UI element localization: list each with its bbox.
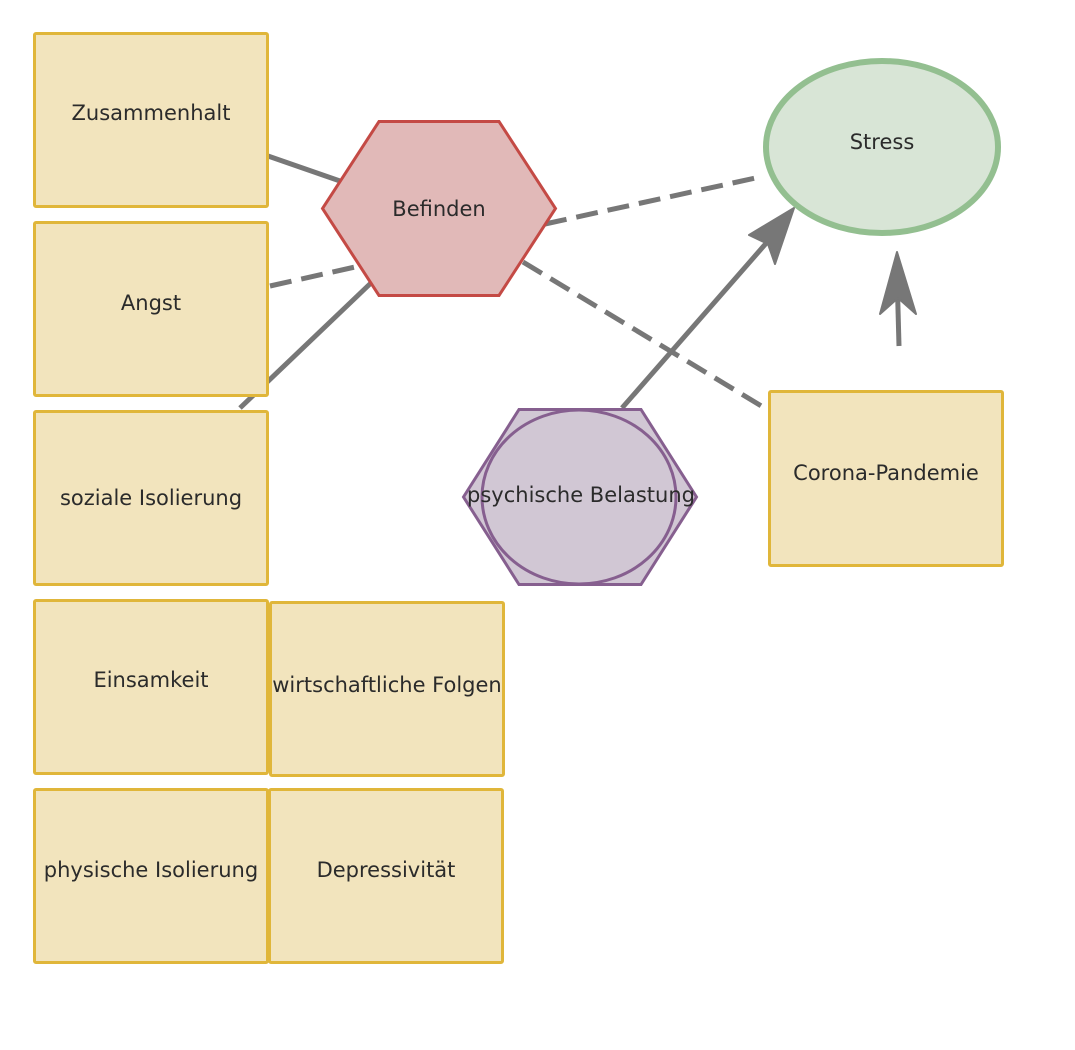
edge-angst-befinden (269, 262, 365, 289)
arrowhead-psychische-belastung-stress (748, 207, 795, 265)
hexagon-circle-shape (461, 408, 699, 586)
node-wirtschaftliche-folgen[interactable]: wirtschaftliche Folgen (269, 601, 505, 777)
node-physische-isolierung[interactable]: physische Isolierung (33, 788, 269, 964)
node-zusammenhalt[interactable]: Zusammenhalt (33, 32, 269, 208)
ellipse-shape (763, 58, 1001, 236)
node-soziale-isolierung-label: soziale Isolierung (59, 486, 243, 510)
node-psychische-belastung[interactable]: psychische Belastung (461, 408, 699, 586)
node-stress[interactable]: Stress (763, 58, 1001, 236)
node-zusammenhalt-label: Zusammenhalt (71, 101, 231, 125)
node-stress-label: Stress (849, 130, 915, 154)
edge-zusammenhalt-befinden (267, 153, 341, 184)
node-depressivitaet-label: Depressivität (316, 858, 456, 882)
node-psychische-belastung-label: psychische Belastung (467, 483, 695, 507)
node-angst-label: Angst (120, 291, 182, 315)
node-einsamkeit-label: Einsamkeit (93, 668, 209, 692)
node-soziale-isolierung[interactable]: soziale Isolierung (33, 410, 269, 586)
edge-befinden-stress (544, 174, 761, 227)
edge-psychische-belastung-stress (620, 222, 785, 410)
node-wirtschaftliche-folgen-label: wirtschaftliche Folgen (272, 673, 502, 697)
hexagon-shape (320, 120, 558, 297)
node-einsamkeit[interactable]: Einsamkeit (33, 599, 269, 775)
edge-befinden-corona-pandemie (521, 259, 770, 413)
node-befinden-label: Befinden (392, 196, 486, 221)
node-corona-pandemie[interactable]: Corona-Pandemie (768, 390, 1004, 567)
arrowhead-corona-pandemie-stress (879, 251, 917, 315)
node-befinden[interactable]: Befinden (320, 120, 558, 297)
node-depressivitaet[interactable]: Depressivität (268, 788, 504, 964)
node-angst[interactable]: Angst (33, 221, 269, 397)
node-corona-pandemie-label: Corona-Pandemie (793, 460, 979, 485)
node-physische-isolierung-label: physische Isolierung (43, 858, 259, 882)
